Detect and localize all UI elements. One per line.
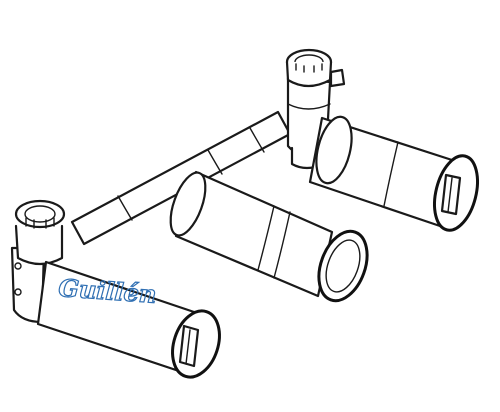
middle-outlet-cylinder [169, 170, 369, 303]
left-outlet-cylinder [36, 260, 221, 379]
right-inlet-body [285, 48, 346, 170]
right-outlet-cylinder [308, 115, 479, 232]
left-inlet-body [10, 199, 66, 324]
